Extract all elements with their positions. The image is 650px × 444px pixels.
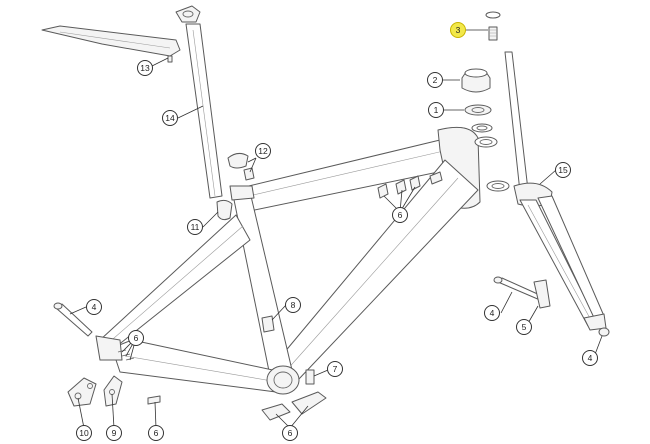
svg-text:6: 6: [398, 210, 403, 220]
callout-7: 7: [327, 361, 343, 377]
callout-12: 12: [255, 143, 271, 159]
callout-3: 3: [450, 22, 466, 38]
seatpost-head: [175, 5, 201, 23]
callout-13: 13: [137, 60, 153, 76]
svg-text:4: 4: [588, 353, 593, 363]
svg-text:4: 4: [490, 308, 495, 318]
callout-11: 11: [187, 219, 203, 235]
callout-15: 15: [555, 162, 571, 178]
callout-14: 14: [162, 110, 178, 126]
svg-text:12: 12: [258, 146, 268, 156]
svg-text:14: 14: [165, 113, 175, 123]
top-cap: [485, 11, 501, 19]
svg-text:4: 4: [92, 302, 97, 312]
steerer-tube: [504, 51, 529, 193]
svg-text:7: 7: [333, 364, 338, 374]
svg-text:11: 11: [191, 222, 200, 232]
svg-text:6: 6: [134, 333, 139, 343]
compression-ring: [464, 104, 492, 116]
seatpost-assembly: [41, 5, 255, 221]
preload-bolt: [488, 26, 498, 41]
seatpost-clamp: [227, 152, 249, 169]
bike-frame: [95, 126, 481, 395]
callout-4-fork: 4: [582, 350, 598, 366]
callout-4-front: 4: [484, 305, 500, 321]
svg-text:13: 13: [140, 63, 150, 73]
rear-fender: [41, 25, 181, 57]
callout-5: 5: [516, 319, 532, 335]
svg-text:15: 15: [558, 165, 568, 175]
headset-stack: [461, 11, 510, 192]
fork: [504, 51, 607, 331]
seat-clamp-wedge: [216, 199, 233, 221]
svg-text:10: 10: [79, 428, 89, 438]
svg-text:5: 5: [522, 322, 527, 332]
svg-text:9: 9: [112, 428, 117, 438]
leader-lines: [69, 29, 603, 429]
callout-1: 1: [428, 102, 444, 118]
callout-6-dropout: 6: [128, 330, 144, 346]
callout-10: 10: [76, 425, 92, 441]
callout-6-toptube: 6: [392, 207, 408, 223]
callout-4-rear: 4: [86, 299, 102, 315]
svg-text:3: 3: [456, 25, 461, 35]
svg-text:1: 1: [434, 105, 439, 115]
callout-8: 8: [285, 297, 301, 313]
svg-text:8: 8: [291, 300, 296, 310]
callout-2: 2: [427, 72, 443, 88]
svg-text:6: 6: [288, 428, 293, 438]
callout-9: 9: [106, 425, 122, 441]
callout-6-bb: 6: [282, 425, 298, 441]
small-parts: [53, 171, 610, 421]
callout-6-bolt: 6: [148, 425, 164, 441]
svg-text:2: 2: [433, 75, 438, 85]
svg-text:6: 6: [154, 428, 159, 438]
